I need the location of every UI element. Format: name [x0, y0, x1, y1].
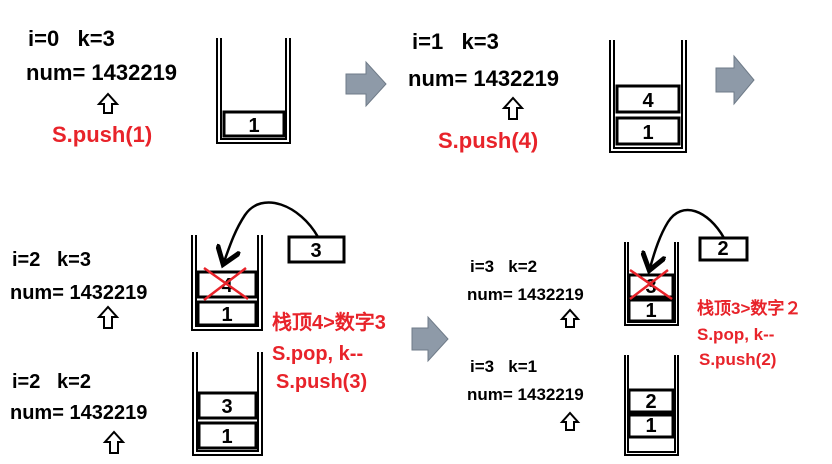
num-label: num= 1432219 — [467, 385, 584, 404]
state-label: i=2 k=2 — [12, 371, 91, 393]
op-label: S.push(4) — [438, 128, 539, 153]
move-arrow-2 — [650, 208, 726, 268]
stack-item-box — [197, 391, 258, 420]
state-label: i=3 k=1 — [470, 357, 538, 376]
state-label: i=0 k=3 — [28, 26, 115, 51]
stack-item-box — [627, 413, 675, 439]
note-label: 栈顶3>数字２ — [697, 299, 802, 318]
up-arrow-icon — [102, 430, 126, 454]
stack-item-label: 3 — [221, 396, 232, 418]
up-arrow-icon — [96, 92, 120, 114]
move-arrow-3 — [224, 201, 320, 262]
stack-4 — [192, 352, 263, 456]
stack-item-box — [627, 298, 675, 323]
stack-item-label: 2 — [645, 391, 656, 413]
stack-item-box — [196, 300, 258, 327]
stack-item-label: 2 — [717, 238, 728, 260]
op-label: S.push(2) — [699, 350, 777, 369]
stack-item-box — [615, 84, 681, 114]
state-label: i=2 k=3 — [12, 249, 91, 271]
stack-item-box — [222, 110, 286, 138]
pop-cross-icon — [203, 266, 249, 301]
num-label: num= 1432219 — [467, 285, 584, 304]
up-arrow-icon — [501, 96, 525, 120]
note-label: 栈顶4>数字3 — [272, 312, 386, 334]
num-label: num= 1432219 — [10, 402, 148, 424]
num-label: num= 1432219 — [26, 60, 178, 85]
stack-1 — [216, 38, 291, 144]
state-label: i=3 k=2 — [470, 257, 538, 276]
stack-item-box — [615, 116, 681, 146]
up-arrow-icon — [559, 308, 581, 328]
stack-item-box — [287, 235, 346, 264]
op-label: S.pop, k-- — [697, 325, 775, 344]
stack-item-label: 1 — [221, 304, 232, 326]
stack-item-label: 1 — [645, 300, 656, 322]
stack-item-label: 4 — [642, 90, 654, 112]
stack-item-box — [627, 273, 675, 299]
stack-item-label: 3 — [645, 276, 656, 298]
next-arrow-icon — [411, 315, 449, 363]
stack-item-label: 1 — [642, 122, 653, 144]
num-label: num= 1432219 — [10, 282, 148, 304]
stack-item-box — [196, 270, 258, 299]
next-arrow-icon — [715, 54, 755, 106]
state-label: i=1 k=3 — [412, 29, 499, 54]
up-arrow-icon — [96, 305, 120, 329]
stack-item-label: 3 — [310, 240, 321, 262]
op-label: S.push(3) — [276, 371, 368, 393]
op-label: S.push(1) — [52, 122, 153, 147]
up-arrow-icon — [559, 411, 581, 431]
pop-cross-icon — [629, 268, 673, 301]
stack-item-box — [627, 388, 675, 414]
stack-item-box — [197, 421, 258, 450]
next-arrow-icon — [345, 60, 387, 108]
stack-2 — [609, 40, 687, 153]
num-label: num= 1432219 — [408, 66, 560, 91]
op-label: S.pop, k-- — [272, 343, 364, 365]
stack-item-label: 1 — [221, 426, 232, 448]
stack-item-label: 1 — [645, 415, 656, 437]
stack-item-label: 1 — [248, 115, 259, 137]
